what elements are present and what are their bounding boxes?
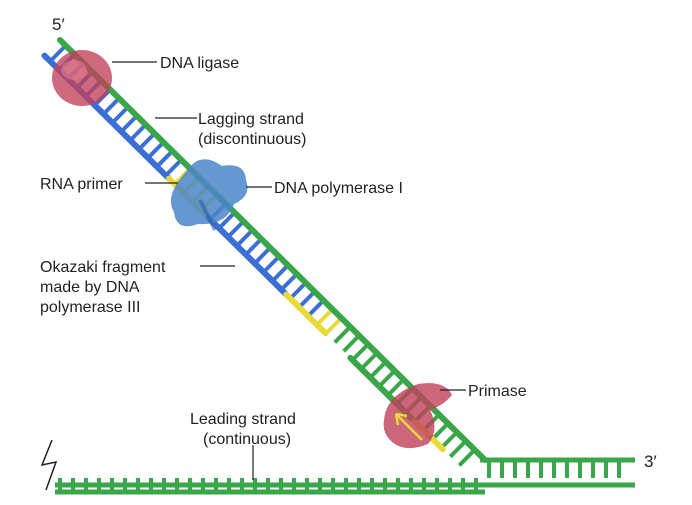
okazaki-fragment-label-line3: polymerase III <box>40 299 140 316</box>
lagging-rung <box>457 448 477 467</box>
lagging-rung <box>253 246 272 265</box>
dna-ligase-label: DNA ligase <box>160 55 239 72</box>
dna-polymerase-1-label: DNA polymerase I <box>274 180 403 197</box>
lagging-rung <box>368 360 388 379</box>
rna-primer-label: RNA primer <box>40 176 123 193</box>
lagging-rung <box>279 272 299 292</box>
lagging-new-strand-segment <box>205 214 290 298</box>
lagging-rung <box>431 422 450 441</box>
lagging-rung <box>333 325 352 344</box>
primase-enzyme <box>383 383 452 449</box>
leading-strand-rungs <box>58 460 621 492</box>
lagging-rung <box>164 158 183 177</box>
lagging-rung <box>226 219 245 239</box>
lagging-rung <box>111 105 130 125</box>
lagging-rung <box>448 439 468 459</box>
lagging-rung <box>342 334 361 353</box>
dna-polymerase-1-enzyme <box>170 159 248 231</box>
lagging-rung <box>217 211 237 230</box>
lagging-rung <box>377 369 397 388</box>
leading-strand-helix <box>55 457 635 495</box>
lagging-rung <box>359 351 379 371</box>
lagging-rung <box>48 44 68 63</box>
lagging-strand-label-line2: (discontinuous) <box>198 131 307 148</box>
three-prime-end-label: 3′ <box>644 452 657 471</box>
lagging-rung <box>288 281 308 300</box>
lagging-rung <box>315 307 334 327</box>
five-prime-end-label: 5′ <box>52 15 65 34</box>
lagging-rung <box>146 140 165 160</box>
lagging-rung <box>102 96 121 116</box>
lagging-new-strand-segment <box>283 291 329 337</box>
okazaki-fragment-label-line2: made by DNA <box>40 279 140 296</box>
lagging-rung <box>271 263 290 283</box>
lagging-rung <box>440 430 459 450</box>
lagging-rung <box>386 378 405 397</box>
primase-label: Primase <box>468 383 527 400</box>
dna-ligase-enzyme <box>52 50 112 106</box>
lagging-rung <box>128 123 148 142</box>
okazaki-fragment-label-line1: Okazaki fragment <box>40 259 166 276</box>
lagging-rung <box>244 237 263 256</box>
leading-strand-label-line1: Leading strand <box>190 411 296 428</box>
lagging-rung <box>155 149 174 169</box>
lagging-rung <box>235 228 254 248</box>
lagging-rung <box>306 299 325 318</box>
lagging-rung <box>324 316 343 336</box>
break-symbol <box>40 439 58 491</box>
lagging-rung <box>137 132 157 151</box>
lagging-rung <box>297 290 317 309</box>
lagging-rung <box>119 114 139 133</box>
lagging-rung <box>351 342 370 362</box>
lagging-strand-label-line1: Lagging strand <box>198 111 304 128</box>
lagging-rung <box>262 255 281 274</box>
leading-strand-label-line2: (continuous) <box>203 431 291 448</box>
